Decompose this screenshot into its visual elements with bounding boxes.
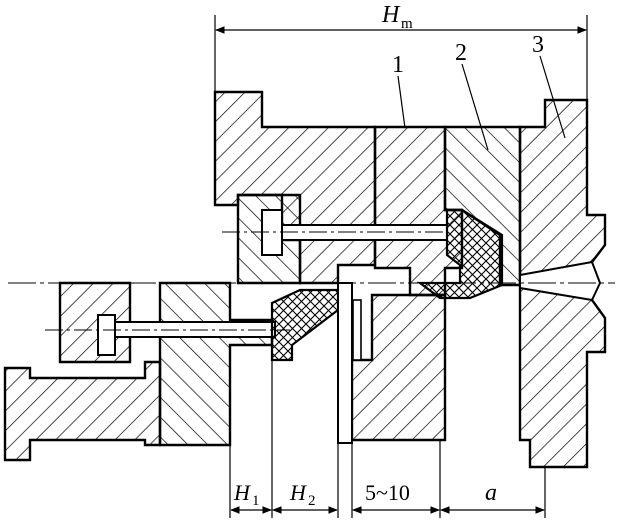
hm-label: H [381,2,401,28]
gap-plate-left [337,282,353,444]
upper-screw-shaft [281,224,448,241]
part-3-leader [539,55,566,139]
plate-1-lower [350,293,447,442]
part-1-label: 1 [392,52,404,78]
a-label: a [485,480,497,506]
molded-part-upper [416,208,504,300]
sprue-puller-rod [352,299,362,361]
h1-subscript: 1 [252,493,260,509]
h2-subscript: 2 [308,493,316,509]
hm-subscript: m [401,16,413,32]
gap-range-label: 5~10 [365,480,410,505]
h2-label: H [289,480,307,505]
part-2-label: 2 [455,40,467,66]
molded-part-lower [270,288,340,362]
lower-screw-head [97,314,116,356]
part-2-leader [461,63,489,151]
h1-label: H [233,480,251,505]
support-plate-left [3,360,162,462]
sprue-channel [519,260,602,302]
part-3-label: 3 [532,32,544,58]
support-block-middle [158,281,274,447]
part-1-leader [397,75,406,129]
